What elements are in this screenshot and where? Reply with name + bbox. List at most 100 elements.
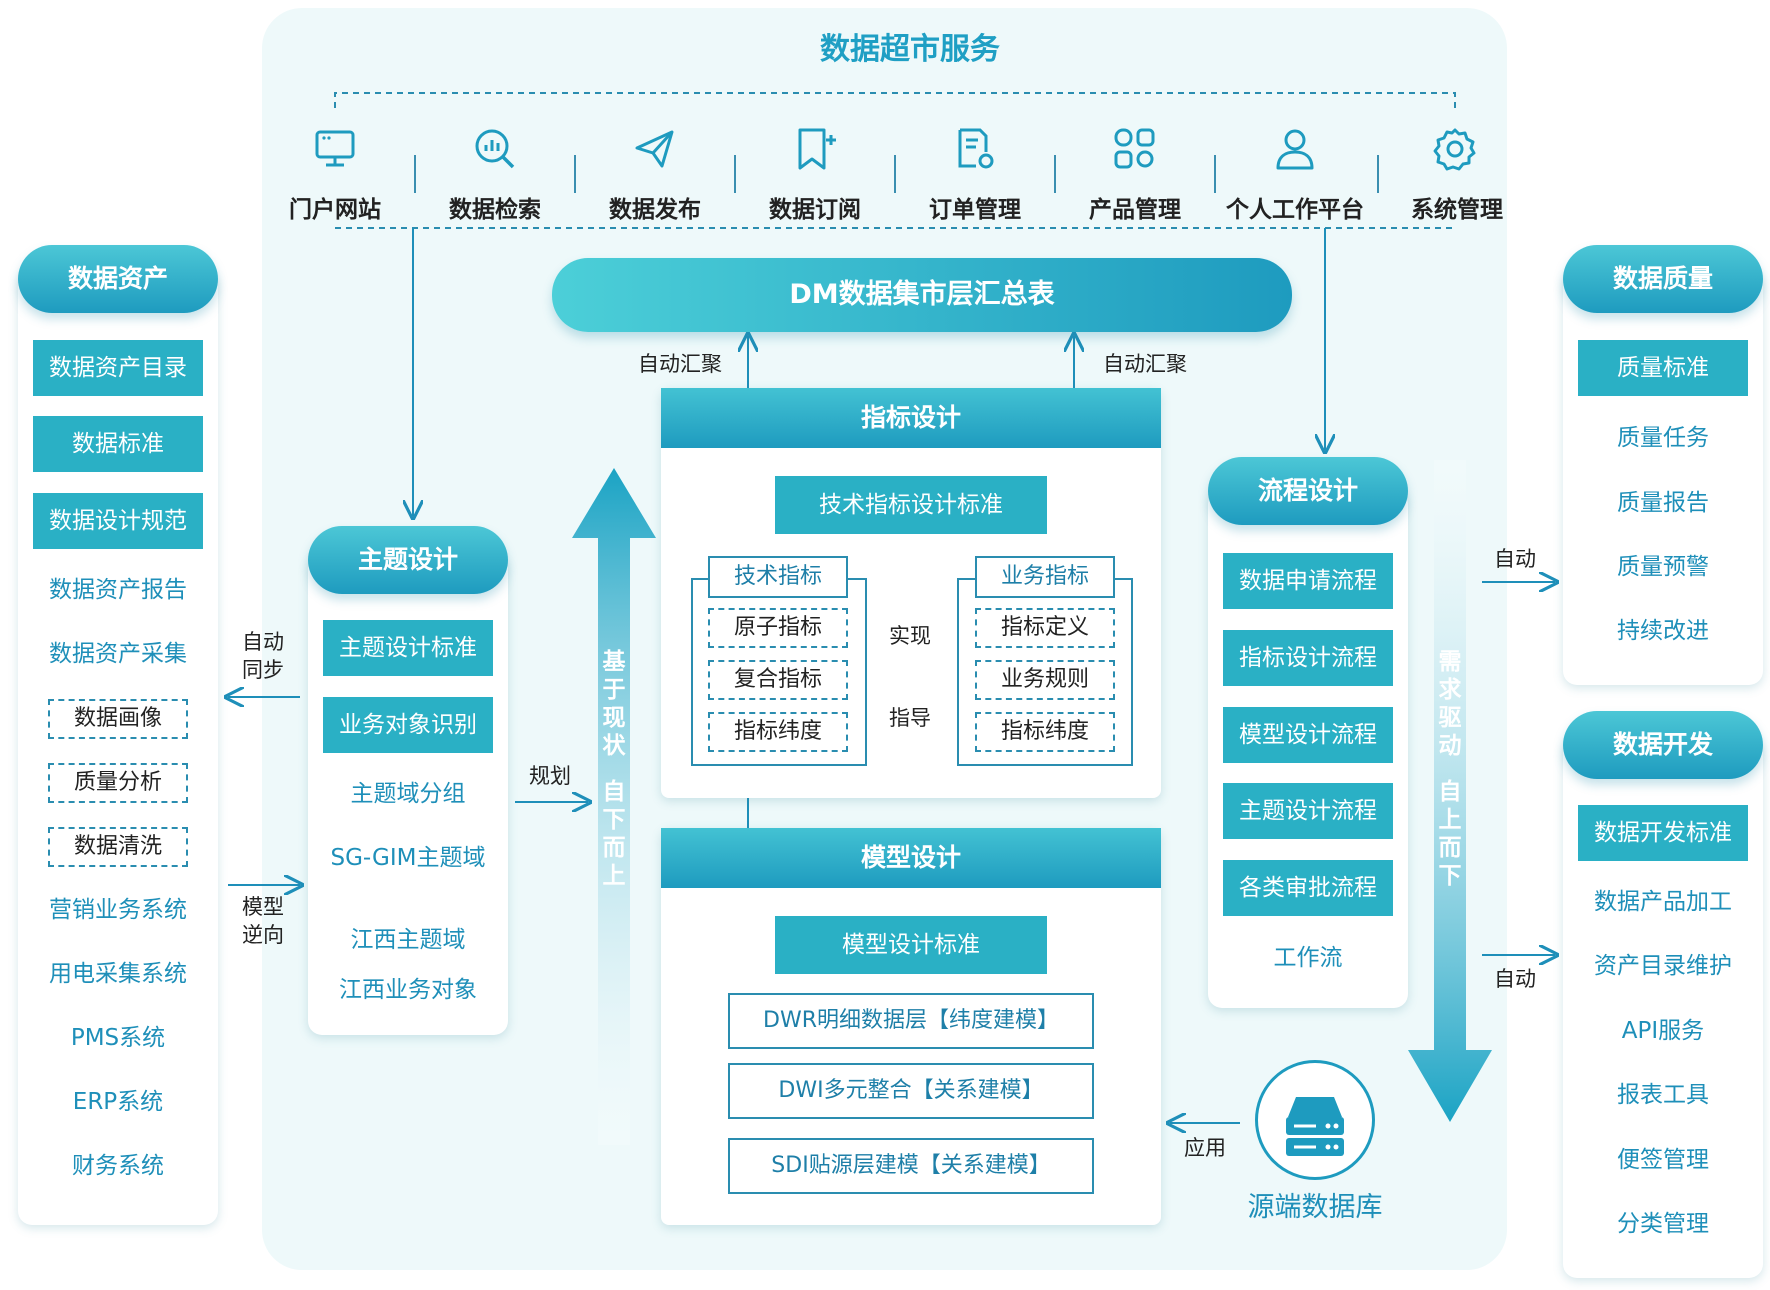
topic-flow-item: 江西主题域 <box>350 927 466 953</box>
monitor-icon <box>315 130 355 167</box>
up-char: 下 <box>602 807 626 833</box>
index-standard[interactable]: 技术指标设计标准 <box>775 476 1047 534</box>
quality-item[interactable]: 质量报告 <box>1617 490 1709 516</box>
tech-index-title[interactable]: 技术指标 <box>708 556 848 598</box>
dev-item[interactable]: API服务 <box>1621 1018 1705 1044</box>
nav-label-search: 数据检索 <box>449 197 541 223</box>
tech-index-item[interactable]: 复合指标 <box>708 660 848 700</box>
up-char: 状 <box>602 733 626 759</box>
asset-item[interactable]: 数据标准 <box>33 416 203 472</box>
asset-item[interactable]: 数据资产采集 <box>49 641 187 667</box>
topic-item[interactable]: 主题设计标准 <box>323 620 493 676</box>
index-header: 指标设计 <box>661 388 1161 448</box>
asset-item[interactable]: 数据资产报告 <box>49 577 187 603</box>
asset-item[interactable]: PMS系统 <box>70 1025 166 1051</box>
quality-panel <box>1563 270 1763 685</box>
down-char: 上 <box>1438 807 1462 833</box>
asset-item[interactable]: 数据资产目录 <box>33 340 203 396</box>
auto-sync-line: 自动 <box>242 630 284 654</box>
topic-flow-item: 主题域分组 <box>350 781 466 807</box>
nav-item-portal[interactable] <box>285 126 385 174</box>
dev-item[interactable]: 报表工具 <box>1617 1082 1709 1108</box>
flow-item[interactable]: 数据申请流程 <box>1223 553 1393 609</box>
flow-item[interactable]: 主题设计流程 <box>1223 783 1393 839</box>
database-server-icon <box>1286 1097 1344 1156</box>
nav-item-subscribe[interactable] <box>765 126 865 176</box>
bottom-up-text: 基 于 现 状 自 下 而 上 <box>600 648 628 890</box>
top-down-text: 需 求 驱 动 自 上 而 下 <box>1436 648 1464 890</box>
quality-item[interactable]: 持续改进 <box>1617 618 1709 644</box>
asset-item[interactable]: 营销业务系统 <box>49 897 187 923</box>
nav-item-workspace[interactable] <box>1245 126 1345 176</box>
dev-item[interactable]: 便签管理 <box>1617 1147 1709 1173</box>
page-title: 数据超市服务 <box>820 32 1000 67</box>
auto-dev-label: 自动 <box>1494 967 1536 991</box>
tech-index-item[interactable]: 指标纬度 <box>708 712 848 752</box>
asset-header: 数据资产 <box>18 245 218 313</box>
up-char: 上 <box>602 863 626 889</box>
dm-summary-bar[interactable]: DM数据集市层汇总表 <box>552 258 1292 332</box>
asset-item[interactable]: 用电采集系统 <box>49 961 187 987</box>
nav-label-subscribe: 数据订阅 <box>769 197 861 223</box>
nav-label-portal: 门户网站 <box>289 197 381 223</box>
down-char: 而 <box>1438 835 1462 861</box>
biz-index-item[interactable]: 指标纬度 <box>975 712 1115 752</box>
up-char: 而 <box>602 835 626 861</box>
gear-icon <box>1433 128 1476 171</box>
dev-item[interactable]: 数据开发标准 <box>1578 805 1748 861</box>
down-char: 驱 <box>1438 705 1462 731</box>
up-char: 基 <box>602 649 626 675</box>
flow-workflow[interactable]: 工作流 <box>1273 945 1343 971</box>
quality-item[interactable]: 质量标准 <box>1578 340 1748 396</box>
nav-item-product[interactable] <box>1085 126 1185 176</box>
flow-header: 流程设计 <box>1208 457 1408 525</box>
nav-item-search[interactable] <box>445 126 545 176</box>
top-down-arrow <box>1408 460 1492 1122</box>
grid-gear-icon <box>1114 128 1155 169</box>
asset-item[interactable]: ERP系统 <box>72 1089 164 1115</box>
asset-item[interactable]: 数据设计规范 <box>33 493 203 549</box>
source-database[interactable] <box>1255 1060 1375 1180</box>
nav-dashed-frame <box>334 92 1456 108</box>
bookmark-add-icon <box>798 128 836 170</box>
nav-label-publish: 数据发布 <box>609 197 701 223</box>
asset-dashed-item[interactable]: 数据画像 <box>48 699 188 739</box>
up-char: 现 <box>602 705 626 731</box>
model-reverse-line: 逆向 <box>242 923 284 947</box>
topic-item[interactable]: 业务对象识别 <box>323 697 493 753</box>
document-gear-icon <box>958 128 994 169</box>
biz-index-item[interactable]: 指标定义 <box>975 608 1115 648</box>
asset-dashed-item[interactable]: 质量分析 <box>48 763 188 803</box>
asset-item[interactable]: 财务系统 <box>72 1153 164 1179</box>
flow-item[interactable]: 各类审批流程 <box>1223 860 1393 916</box>
model-reverse-label: 模型 逆向 <box>232 893 294 949</box>
realize-label: 实现 <box>889 624 931 648</box>
topic-header: 主题设计 <box>308 526 508 594</box>
flow-item[interactable]: 模型设计流程 <box>1223 707 1393 763</box>
nav-item-system[interactable] <box>1405 126 1505 176</box>
plan-label: 规划 <box>529 764 571 788</box>
asset-dashed-item[interactable]: 数据清洗 <box>48 827 188 867</box>
model-layer[interactable]: DWR明细数据层【纬度建模】 <box>728 993 1094 1049</box>
nav-item-publish[interactable] <box>605 126 705 176</box>
bottom-up-arrow <box>572 468 656 1145</box>
model-layer[interactable]: SDI贴源层建模【关系建模】 <box>728 1138 1094 1194</box>
quality-item[interactable]: 质量预警 <box>1617 554 1709 580</box>
biz-index-item[interactable]: 业务规则 <box>975 660 1115 700</box>
user-icon <box>1276 129 1314 170</box>
auto-quality-label: 自动 <box>1494 547 1536 571</box>
send-icon <box>635 130 674 168</box>
down-char: 自 <box>1438 779 1462 805</box>
model-standard[interactable]: 模型设计标准 <box>775 916 1047 974</box>
model-layer[interactable]: DWI多元整合【关系建模】 <box>728 1063 1094 1119</box>
nav-item-order[interactable] <box>925 126 1025 176</box>
dev-item[interactable]: 分类管理 <box>1617 1211 1709 1237</box>
quality-item[interactable]: 质量任务 <box>1617 425 1709 451</box>
tech-index-item[interactable]: 原子指标 <box>708 608 848 648</box>
dev-item[interactable]: 资产目录维护 <box>1594 953 1732 979</box>
auto-sync-line: 同步 <box>242 658 284 682</box>
dev-item[interactable]: 数据产品加工 <box>1594 889 1732 915</box>
flow-item[interactable]: 指标设计流程 <box>1223 630 1393 686</box>
biz-index-title[interactable]: 业务指标 <box>975 556 1115 598</box>
model-header: 模型设计 <box>661 828 1161 888</box>
